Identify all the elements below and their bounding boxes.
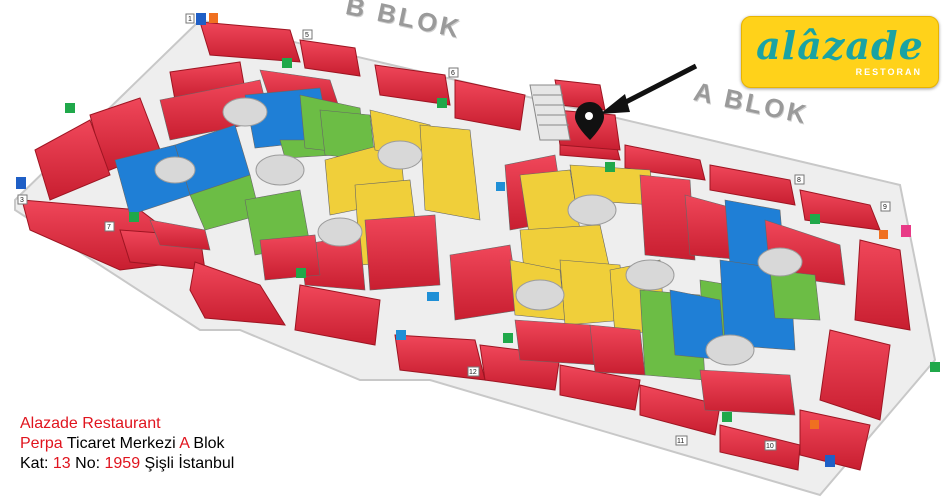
svg-text:11: 11 [677,438,684,445]
block-word: Blok [188,435,225,452]
floor-number: 13 [52,455,71,472]
b-blok-small-label: B BLOK [552,67,579,74]
brand-name: alâzade [756,23,924,68]
svg-text:12: 12 [469,369,477,376]
perimeter-stores [21,21,911,471]
store-number: 1959 [104,455,141,472]
brand-subtitle: RESTORAN [855,67,922,77]
svg-text:5: 5 [305,32,309,39]
number-label: No: [70,455,105,472]
floor-label: Kat: [20,455,53,472]
store-cluster-right [449,154,846,416]
pointer-arrow [600,63,698,114]
floor-number-line: Kat: 13 No: 1959 Şişli İstanbul [20,454,234,474]
location-text: Şişli İstanbul [140,455,235,472]
address-info: Alazade Restaurant Perpa Ticaret Merkezi… [20,414,234,474]
svg-text:7: 7 [107,224,111,231]
svg-text:9: 9 [883,204,887,211]
service-icons [16,13,940,467]
restaurant-name: Alazade Restaurant [20,415,161,432]
svg-text:1: 1 [188,16,192,23]
svg-text:10: 10 [766,443,774,450]
svg-text:6: 6 [451,70,455,77]
escalator-stairs [529,84,571,141]
svg-text:8: 8 [797,177,801,184]
svg-text:3: 3 [20,197,24,204]
mall-type: Ticaret Merkezi [62,435,180,452]
brand-logo: alâzade RESTORAN [741,16,939,88]
numbered-posts: 5 6 3 7 8 9 10 11 12 1 [17,13,891,451]
rotunda-platforms [154,97,803,366]
mall-line: Perpa Ticaret Merkezi A Blok [20,434,234,454]
block-letter: A [179,435,189,452]
store-cluster-left [114,69,481,291]
map-pin-icon [575,102,604,140]
mall-name: Perpa [20,435,63,452]
